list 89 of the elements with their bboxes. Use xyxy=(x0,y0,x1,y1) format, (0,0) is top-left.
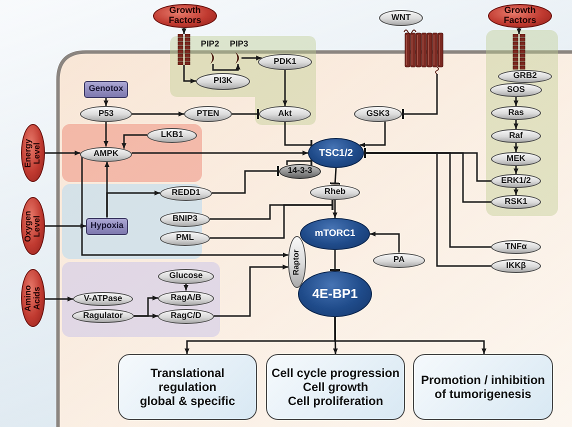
outcome-text: Cell proliferation xyxy=(288,394,384,408)
protein-label: RagA/B xyxy=(170,293,202,303)
stimulus-ellipse xyxy=(21,124,45,182)
complex-label: 4E-BP1 xyxy=(312,286,358,302)
arrow xyxy=(334,317,486,354)
outcome-text: Cell cycle progression xyxy=(271,366,400,380)
protein-label: P53 xyxy=(98,109,114,119)
protein-label: REDD1 xyxy=(172,188,200,198)
arrow xyxy=(132,150,308,156)
protein-label: BNIP3 xyxy=(172,214,198,224)
molecule-label: PIP3 xyxy=(230,39,248,49)
arrow xyxy=(514,166,518,174)
stimulus-ellipse xyxy=(21,197,45,255)
protein-label: GRB2 xyxy=(513,71,537,81)
complex-label: TSC1/2 xyxy=(319,148,353,158)
stimulus-label: Energy Level xyxy=(24,138,42,170)
arrow xyxy=(104,122,108,146)
arrow xyxy=(122,134,147,149)
protein-label: Raf xyxy=(509,131,523,141)
protein-label: PA xyxy=(393,255,405,265)
protein-label: MEK xyxy=(506,154,526,164)
protein-label: WNT xyxy=(391,13,411,23)
protein-label: RSK1 xyxy=(504,197,528,207)
complex-label: mTORC1 xyxy=(314,228,356,240)
arrow xyxy=(132,112,184,116)
protein-label: PTEN xyxy=(196,109,220,119)
stress-box xyxy=(84,80,128,98)
protein-label: PML xyxy=(176,233,194,243)
arrow xyxy=(332,200,338,218)
arrow xyxy=(242,56,262,60)
arrow xyxy=(282,70,288,106)
protein-label: Raptor xyxy=(292,249,302,275)
protein-label: AMPK xyxy=(93,149,119,159)
outcome-box xyxy=(413,354,553,420)
arrow xyxy=(45,296,73,302)
protein-label: ERK1/2 xyxy=(501,176,531,186)
inhibition-line xyxy=(330,250,340,271)
arrow xyxy=(360,122,386,148)
stimulus-label: Growth Factors xyxy=(168,6,202,26)
protein-label: LKB1 xyxy=(160,130,184,140)
stress-box xyxy=(86,218,128,234)
stimulus-label: Amino Acids xyxy=(24,284,42,314)
arrow xyxy=(212,64,240,71)
arrow xyxy=(182,28,186,34)
protein-label: PDK1 xyxy=(274,57,296,67)
outcome-text: Translational regulation global & specific xyxy=(140,366,236,408)
arrow xyxy=(514,143,518,152)
arrow xyxy=(45,224,86,228)
outcome-box xyxy=(118,354,257,420)
protein-label: 14-3-3 xyxy=(288,166,312,176)
arrow xyxy=(514,188,518,195)
arrow xyxy=(214,264,288,317)
stimulus-label: Oxygen Level xyxy=(24,209,42,243)
arrow xyxy=(134,314,158,318)
inhibition-line xyxy=(212,166,279,194)
outcome-box xyxy=(266,354,405,420)
inhibition-line xyxy=(232,109,259,119)
arrow xyxy=(183,65,196,84)
arrow xyxy=(104,98,108,106)
protein-label: Akt xyxy=(278,109,292,119)
arrow xyxy=(106,190,160,218)
stress-label: Hypoxia xyxy=(90,221,124,231)
protein-label: PI3K xyxy=(214,76,232,86)
protein-ellipse xyxy=(379,10,423,26)
protein-label: V-ATPase xyxy=(84,294,122,304)
arrow xyxy=(81,156,288,258)
inhibition-line xyxy=(330,168,340,185)
stimulus-label: Growth Factors xyxy=(502,6,538,26)
arrow xyxy=(45,150,80,156)
protein-label: GSK3 xyxy=(366,109,390,119)
arrow xyxy=(370,232,400,252)
protein-label: Ras xyxy=(508,108,524,118)
stimulus-ellipse xyxy=(21,269,45,327)
protein-label: Rheb xyxy=(324,187,346,197)
stress-label: Genotox xyxy=(88,84,124,94)
outcome-text: Promotion / inhibition of tumorigenesis xyxy=(420,373,546,401)
arrow xyxy=(514,120,518,129)
arrow xyxy=(516,28,522,34)
protein-label: SOS xyxy=(507,85,525,95)
arrow xyxy=(514,97,518,106)
protein-label: Glucose xyxy=(169,271,203,281)
arrow xyxy=(184,284,188,290)
protein-label: TNFα xyxy=(505,242,527,252)
inhibition-line xyxy=(402,74,438,119)
molecule-label: PIP2 xyxy=(200,39,220,49)
protein-label: RagC/D xyxy=(170,311,202,321)
outcome-text: Cell growth xyxy=(302,380,368,394)
protein-label: Ragulator xyxy=(83,311,123,321)
protein-label: IKKβ xyxy=(506,261,526,271)
